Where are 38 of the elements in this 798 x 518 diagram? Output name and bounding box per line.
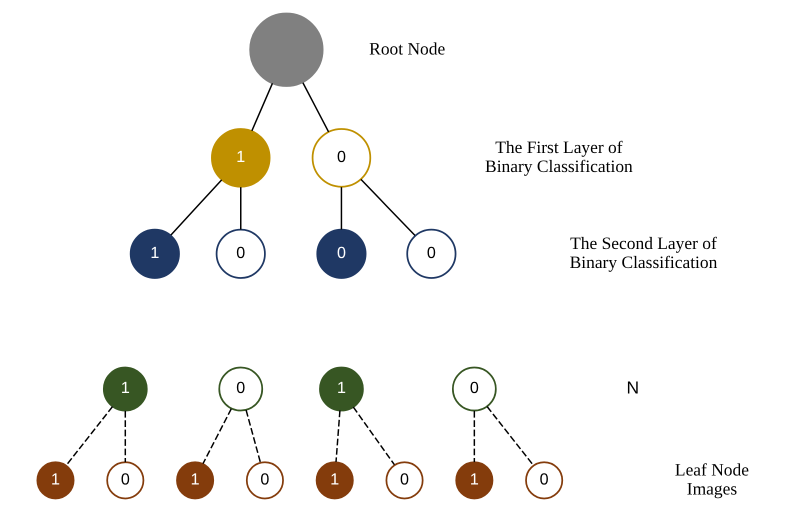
connector xyxy=(334,410,340,462)
node-circle: 1 xyxy=(318,366,364,412)
connector xyxy=(340,187,342,230)
node-circle: 0 xyxy=(215,228,266,279)
node-circle: 0 xyxy=(218,366,263,412)
connector xyxy=(65,406,113,466)
connector xyxy=(302,82,329,132)
node-circle: 1 xyxy=(129,228,180,279)
connector xyxy=(170,179,222,236)
node-circle: 1 xyxy=(102,366,148,412)
connector xyxy=(244,410,261,463)
node-circle: 0 xyxy=(524,461,563,500)
node-circle: 0 xyxy=(106,461,144,500)
node-circle: 1 xyxy=(210,128,270,188)
node-circle: 1 xyxy=(454,461,493,500)
node-label: Root Node xyxy=(368,38,445,58)
connector xyxy=(360,178,415,236)
node-circle: 1 xyxy=(176,461,214,500)
node-circle: 0 xyxy=(452,366,496,412)
connector xyxy=(250,83,273,132)
connector xyxy=(473,410,475,462)
connector xyxy=(202,408,232,464)
connector xyxy=(124,410,126,462)
label: Leaf Node Images xyxy=(674,459,748,498)
node-circle: 0 xyxy=(385,461,424,500)
node-circle: 1 xyxy=(36,461,74,500)
node-circle: 0 xyxy=(316,228,366,279)
node-circle: 1 xyxy=(315,461,354,500)
connector xyxy=(240,187,241,230)
node-circle xyxy=(248,12,324,87)
connector xyxy=(352,406,394,466)
label: N xyxy=(626,378,639,398)
connector xyxy=(486,406,534,466)
label: The Second Layer of Binary Classification xyxy=(569,232,717,272)
node-circle: 0 xyxy=(311,128,371,188)
label: The First Layer of Binary Classification xyxy=(484,137,632,176)
node-circle: 0 xyxy=(406,228,456,279)
node-circle: 0 xyxy=(245,461,284,500)
